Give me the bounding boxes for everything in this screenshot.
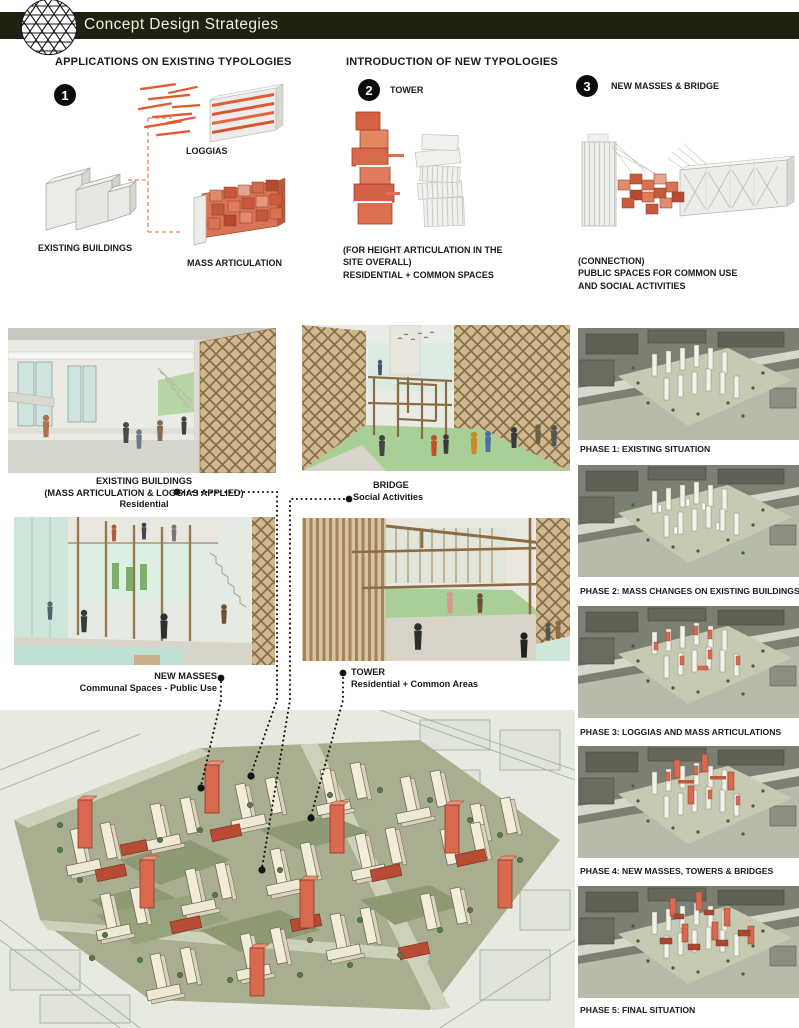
step-2-badge: 2 xyxy=(358,79,380,101)
heading-existing-typologies: APPLICATIONS ON EXISTING TYPOLOGIES xyxy=(55,56,292,68)
phase-3-label: PHASE 3: LOGGIAS AND MASS ARTICULATIONS xyxy=(580,727,782,737)
site-masterplan-render xyxy=(0,710,575,1028)
tower-diagram xyxy=(351,111,465,228)
heading-new-typologies: INTRODUCTION OF NEW TYPOLOGIES xyxy=(346,56,558,68)
bridge-render xyxy=(302,325,570,471)
phase-1-image xyxy=(578,328,799,440)
existing-buildings-render-label: EXISTING BUILDINGS (MASS ARTICULATION & … xyxy=(44,476,244,509)
step-3-label: NEW MASSES & BRIDGE xyxy=(611,81,720,91)
existing-buildings-label: EXISTING BUILDINGS xyxy=(38,243,133,253)
phase-5-label: PHASE 5: FINAL SITUATION xyxy=(580,1005,696,1015)
bridge-render-label: BRIDGE Social Activities xyxy=(353,480,424,502)
loggias-label: LOGGIAS xyxy=(186,146,228,156)
step-1-badge: 1 xyxy=(54,84,76,106)
phase-2-image xyxy=(578,465,799,577)
phase-5-image xyxy=(578,886,799,998)
page-title: Concept Design Strategies xyxy=(84,16,279,33)
existing-buildings-render xyxy=(8,328,276,473)
header-bar xyxy=(0,12,799,39)
phase-3-image xyxy=(578,606,799,718)
phase-1-label: PHASE 1: EXISTING SITUATION xyxy=(580,444,711,454)
phase-4-image xyxy=(578,746,799,858)
new-masses-bridge-diagram xyxy=(581,133,795,227)
tower-render-label: TOWER Residential + Common Areas xyxy=(351,667,479,689)
mass-articulation-label: MASS ARTICULATION xyxy=(187,258,282,268)
geodesic-dome-icon xyxy=(20,0,78,56)
bridge-caption: (CONNECTION) PUBLIC SPACES FOR COMMON US… xyxy=(578,256,738,291)
step-2-label: TOWER xyxy=(390,85,424,95)
step-3-badge: 3 xyxy=(576,75,598,97)
phase-4-label: PHASE 4: NEW MASSES, TOWERS & BRIDGES xyxy=(580,866,774,876)
phase-2-label: PHASE 2: MASS CHANGES ON EXISTING BUILDI… xyxy=(580,586,799,596)
tower-render xyxy=(302,518,570,661)
mass-articulation-diagram xyxy=(193,177,286,246)
new-masses-render-label: NEW MASSES Communal Spaces - Public Use xyxy=(79,671,217,693)
existing-buildings-diagram xyxy=(45,167,137,231)
new-masses-render xyxy=(14,517,275,665)
tower-caption: (FOR HEIGHT ARTICULATION IN THE SITE OVE… xyxy=(343,245,503,280)
